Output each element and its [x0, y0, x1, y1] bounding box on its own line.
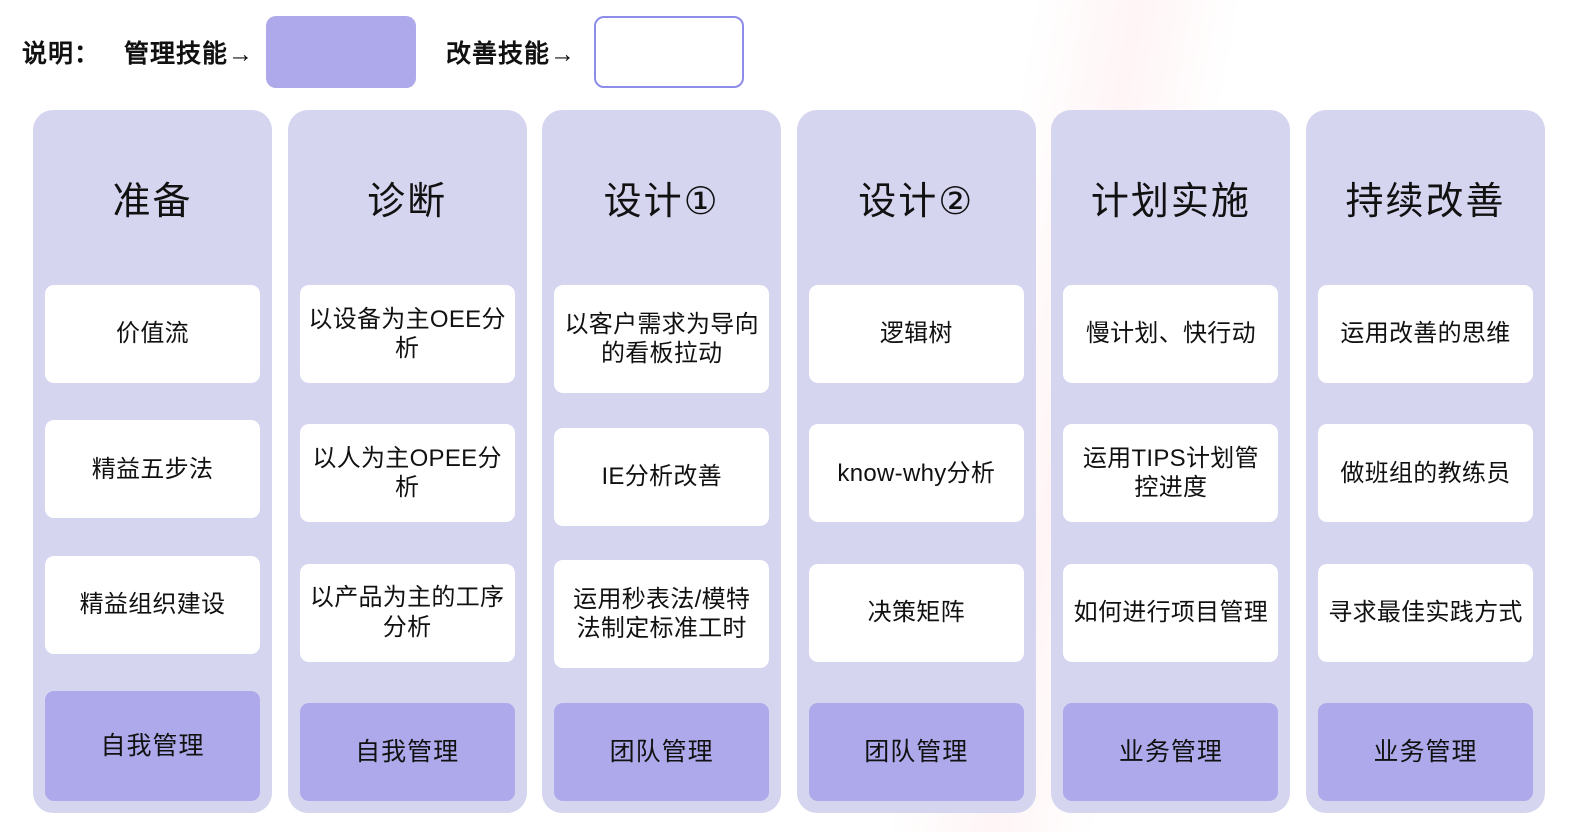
- skill-card[interactable]: 运用改善的思维: [1317, 285, 1533, 383]
- legend-improvement-skill-swatch: [594, 16, 745, 88]
- phase-column-plan-execution[interactable]: 计划实施 慢计划、快行动 运用TIPS计划管控进度 如何进行项目管理 业务管理: [1051, 110, 1291, 813]
- phase-column-diagnosis[interactable]: 诊断 以设备为主OEE分析 以人为主OPEE分析 以产品为主的工序分析 自我管理: [287, 110, 527, 813]
- phase-column-continuous-improvement[interactable]: 持续改善 运用改善的思维 做班组的教练员 寻求最佳实践方式 业务管理: [1305, 110, 1545, 813]
- skill-card[interactable]: 以设备为主OEE分析: [299, 285, 515, 383]
- management-skill-tile[interactable]: 业务管理: [1063, 702, 1279, 801]
- phase-column-design-1[interactable]: 设计① 以客户需求为导向的看板拉动 IE分析改善 运用秒表法/模特法制定标准工时…: [542, 110, 782, 813]
- phase-board: 准备 价值流 精益五步法 精益组织建设 自我管理 诊断 以设备为主OEE分析 以…: [33, 110, 1545, 813]
- skill-card[interactable]: know-why分析: [808, 424, 1024, 523]
- column-card-list: 慢计划、快行动 运用TIPS计划管控进度 如何进行项目管理 业务管理: [1063, 285, 1279, 801]
- skill-card[interactable]: 以产品为主的工序分析: [299, 563, 515, 662]
- column-title: 设计②: [858, 180, 975, 223]
- column-title: 诊断: [367, 180, 448, 223]
- legend-management-skill-swatch: [266, 16, 417, 88]
- column-title: 计划实施: [1090, 180, 1251, 223]
- legend-improvement-skill-label: 改善技能→: [446, 40, 577, 68]
- phase-column-design-2[interactable]: 设计② 逻辑树 know-why分析 决策矩阵 团队管理: [796, 110, 1036, 813]
- skill-card[interactable]: 寻求最佳实践方式: [1317, 563, 1533, 662]
- management-skill-tile[interactable]: 团队管理: [554, 702, 770, 801]
- skill-card[interactable]: 价值流: [45, 285, 260, 383]
- skill-card[interactable]: 逻辑树: [808, 285, 1024, 383]
- legend-management-skill-label: 管理技能→: [124, 40, 255, 68]
- column-title: 持续改善: [1345, 180, 1506, 223]
- skill-card[interactable]: 以客户需求为导向的看板拉动: [554, 285, 770, 393]
- legend-prefix-label: 说明：: [22, 40, 101, 68]
- skill-card[interactable]: 如何进行项目管理: [1063, 563, 1279, 662]
- management-skill-tile[interactable]: 自我管理: [45, 690, 260, 801]
- column-title: 准备: [112, 180, 193, 223]
- skill-card[interactable]: 精益组织建设: [45, 555, 260, 654]
- skill-card[interactable]: 运用TIPS计划管控进度: [1063, 424, 1279, 523]
- legend-bar: 说明： 管理技能→ 改善技能→: [0, 0, 1578, 104]
- column-card-list: 运用改善的思维 做班组的教练员 寻求最佳实践方式 业务管理: [1317, 285, 1533, 801]
- skill-card[interactable]: 慢计划、快行动: [1063, 285, 1279, 383]
- column-card-list: 逻辑树 know-why分析 决策矩阵 团队管理: [808, 285, 1024, 801]
- management-skill-tile[interactable]: 团队管理: [808, 702, 1024, 801]
- column-card-list: 以设备为主OEE分析 以人为主OPEE分析 以产品为主的工序分析 自我管理: [299, 285, 515, 801]
- management-skill-tile[interactable]: 自我管理: [299, 702, 515, 801]
- column-card-list: 价值流 精益五步法 精益组织建设 自我管理: [45, 285, 260, 801]
- phase-column-preparation[interactable]: 准备 价值流 精益五步法 精益组织建设 自我管理: [33, 110, 272, 813]
- skill-card[interactable]: 运用秒表法/模特法制定标准工时: [554, 560, 770, 669]
- skill-card[interactable]: 精益五步法: [45, 420, 260, 519]
- skill-card[interactable]: 做班组的教练员: [1317, 424, 1533, 523]
- skill-card[interactable]: IE分析改善: [554, 427, 770, 526]
- skill-card[interactable]: 决策矩阵: [808, 563, 1024, 662]
- column-title: 设计①: [603, 180, 720, 223]
- column-card-list: 以客户需求为导向的看板拉动 IE分析改善 运用秒表法/模特法制定标准工时 团队管…: [554, 285, 770, 801]
- skill-card[interactable]: 以人为主OPEE分析: [299, 424, 515, 523]
- management-skill-tile[interactable]: 业务管理: [1317, 702, 1533, 801]
